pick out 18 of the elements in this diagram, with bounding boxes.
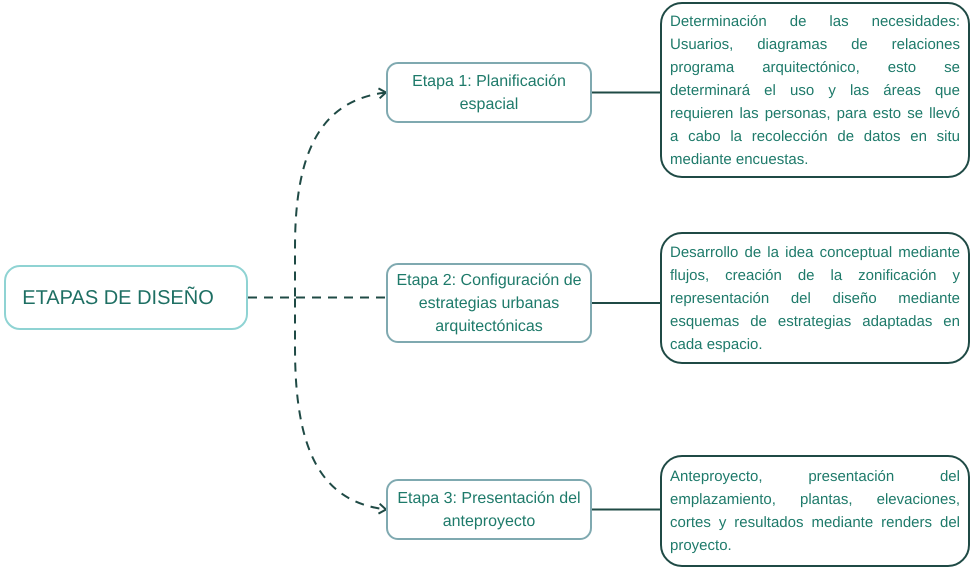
box-text: Desarrollo de la idea conceptual mediante flujos, creación de la zonificación y representación del diseño mediante esquemas de estrategias adaptadas en cada espacio. xyxy=(670,242,960,354)
description-box xyxy=(660,455,970,567)
box-text: Etapa 2: Configuración de estrategias urbanas arquitectónicas xyxy=(395,270,582,336)
stage-box xyxy=(386,263,592,343)
title-box xyxy=(4,265,248,330)
description-box xyxy=(660,2,970,178)
box-text: ETAPAS DE DISEÑO xyxy=(22,286,214,310)
box-text: Determinación de las necesidades: Usuarios, diagramas de relaciones programa arquitectónico, esto se determinará el uso y las áreas que requieren las personas, para esto se llevó a cabo la recolección de datos en situ mediante encuestas. xyxy=(670,12,960,170)
box-text: Anteproyecto, presentación del emplazamiento, plantas, elevaciones, cortes y resultados mediante renders del proyecto. xyxy=(670,467,960,556)
box-text: Etapa 1: Planificación espacial xyxy=(411,72,567,114)
dashed-arrow xyxy=(248,296,387,514)
box-text: Etapa 3: Presentación del anteproyecto xyxy=(396,488,582,532)
connector-line xyxy=(592,92,660,94)
stage-box xyxy=(386,479,592,540)
connector-line xyxy=(592,508,660,510)
connector-line xyxy=(592,302,660,304)
stage-box xyxy=(386,62,592,123)
description-box xyxy=(660,232,970,364)
